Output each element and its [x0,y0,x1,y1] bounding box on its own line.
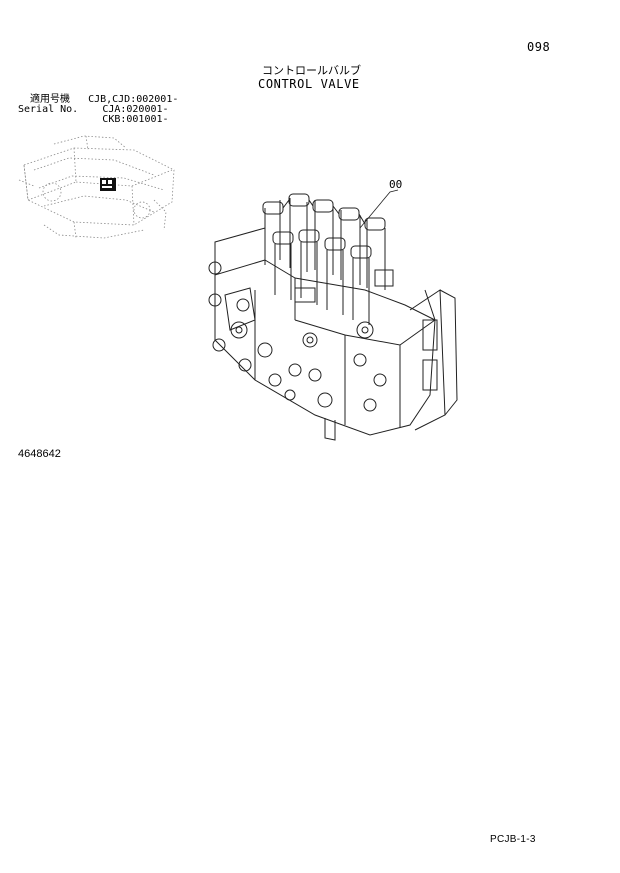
machine-location-thumbnail [18,135,175,239]
title-japanese: コントロールバルブ [262,64,361,77]
title-english: CONTROL VALVE [258,77,360,91]
page-number: 098 [527,40,551,54]
serial-number-block: 適用号機 CJB,CJD:002001- Serial No. CJA:0200… [18,95,178,125]
callout-leader-line [359,189,399,229]
serial-label-en: Serial No. [18,104,79,115]
serial-line-2: CJA:020001- [102,104,169,115]
serial-line-3: CKB:001001- [102,114,169,125]
serial-label-jp: 適用号機 [30,94,70,105]
callout-label: 00 [389,178,403,191]
highlight-valve-icon [100,178,116,191]
serial-line-1: CJB,CJD:002001- [88,94,179,105]
control-valve-drawing [208,189,458,441]
reference-number: 4648642 [18,448,61,460]
sheet-code: PCJB-1-3 [490,834,536,845]
